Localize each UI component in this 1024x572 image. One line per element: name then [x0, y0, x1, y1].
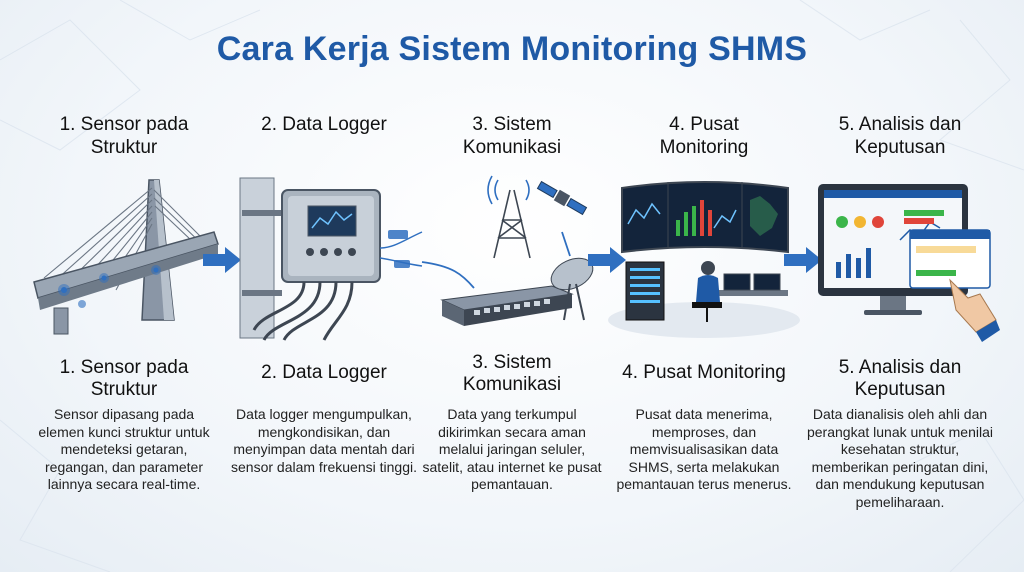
step-analysis-decision: 5. Analisis dan Keputusan 5. Analisis da…	[800, 0, 1000, 572]
network-antenna-satellite-icon	[421, 175, 594, 326]
step-title-top: 4. Pusat Monitoring	[659, 114, 749, 158]
flow-arrow-icon	[203, 247, 241, 273]
page-title: Cara Kerja Sistem Monitoring SHMS	[216, 30, 808, 68]
step-title-bottom: 3. Sistem Komunikasi	[462, 352, 562, 395]
step-description: Pusat data menerima, memproses, dan memv…	[616, 406, 792, 492]
flow-arrow-icon	[588, 247, 626, 273]
step-title-top: 5. Analisis dan Keputusan	[838, 114, 962, 158]
step-title-top: 3. Sistem Komunikasi	[462, 114, 562, 158]
step-title-bottom: 5. Analisis dan Keputusan	[838, 357, 962, 400]
step-title-bottom: 2. Data Logger	[261, 362, 387, 383]
step-title-top: 2. Data Logger	[261, 114, 387, 135]
step-description: Data dianalisis oleh ahli dan perangkat …	[806, 406, 993, 510]
step-description: Data yang terkumpul dikirimkan secara am…	[422, 406, 602, 492]
analysis-dashboard-icon	[818, 184, 1000, 342]
step-description: Sensor dipasang pada elemen kunci strukt…	[38, 406, 210, 492]
step-description: Data logger mengumpulkan, mengkondisikan…	[231, 406, 417, 475]
step-data-logger: 2. Data Logger 2. Data Log	[224, 0, 424, 572]
step-title-bottom: 1. Sensor pada Struktur	[59, 357, 189, 400]
bridge-sensor-icon	[33, 179, 219, 335]
step-monitoring-center: 4. Pusat Monitoring 4. Pusat Monitoring …	[604, 0, 804, 572]
step-title-bottom: 4. Pusat Monitoring	[622, 362, 786, 383]
step-sensor: 1. Sensor pada Struktur	[24, 0, 224, 572]
monitoring-center-icon	[608, 181, 800, 338]
step-communication: 3. Sistem Komunikasi	[412, 0, 612, 572]
data-logger-icon	[239, 177, 423, 341]
flow-arrow-icon	[784, 247, 822, 273]
step-title-top: 1. Sensor pada Struktur	[59, 114, 189, 158]
